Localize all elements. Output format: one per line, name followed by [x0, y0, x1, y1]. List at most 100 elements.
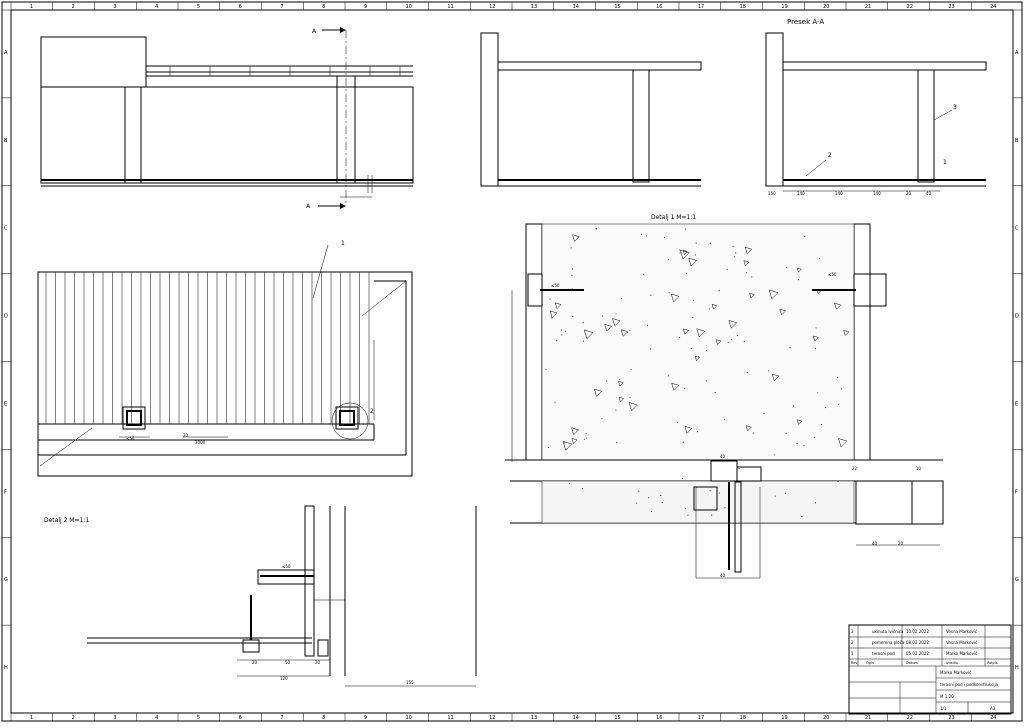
- frame-number-top: 6: [239, 4, 242, 10]
- rev1-by: Marko Marković: [946, 651, 977, 656]
- concrete-speck: [664, 236, 666, 238]
- dim-d1-f: 20: [898, 541, 904, 546]
- dim-section-a: 150: [768, 191, 776, 196]
- concrete-speck: [630, 369, 632, 371]
- concrete-speck: [706, 349, 708, 351]
- concrete-speck: [643, 273, 645, 275]
- frame-number-top: 13: [531, 4, 537, 10]
- frame-number-top: 7: [280, 4, 283, 10]
- frame-number-bottom: 16: [656, 715, 662, 721]
- concrete-speck: [586, 437, 588, 439]
- concrete-speck: [837, 481, 839, 483]
- concrete-speck: [690, 347, 692, 349]
- concrete-speck: [825, 407, 827, 409]
- dim-d1-g: 22: [852, 466, 858, 471]
- hdr-datum: Datum: [906, 661, 918, 665]
- concrete-speck: [789, 347, 791, 349]
- frame-number-top: 12: [489, 4, 495, 10]
- concrete-speck: [745, 272, 747, 274]
- concrete-speck: [549, 298, 551, 300]
- callout-2-plan: 2: [370, 408, 374, 415]
- callout-1-plan: 1: [341, 240, 345, 247]
- concrete-speck: [814, 348, 816, 350]
- concrete-speck: [746, 372, 748, 374]
- concrete-speck: [570, 247, 572, 249]
- concrete-aggregate: [571, 427, 579, 436]
- frame-number-top: 19: [781, 4, 787, 10]
- concrete-speck: [737, 334, 739, 336]
- concrete-speck: [629, 397, 631, 399]
- dim-section-e: 20: [906, 191, 912, 196]
- concrete-aggregate: [679, 249, 690, 260]
- frame-number-top: 5: [197, 4, 200, 10]
- concrete-speck: [804, 235, 806, 237]
- concrete-aggregate: [682, 249, 688, 256]
- concrete-speck: [718, 289, 720, 291]
- concrete-speck: [819, 257, 821, 259]
- concrete-speck: [738, 468, 740, 470]
- frame-number-bottom: 3: [113, 715, 116, 721]
- concrete-speck: [705, 380, 707, 382]
- frame-number-top: 14: [573, 4, 579, 10]
- concrete-speck: [726, 269, 728, 271]
- concrete-speck: [548, 446, 550, 448]
- concrete-speck: [797, 279, 799, 281]
- frame-number-top: 24: [990, 4, 996, 10]
- cut-marker-bottom: A: [306, 203, 311, 210]
- title-block-header: Rev. Opis Datum Izradio Potpis: [851, 661, 998, 665]
- frame-letter-left: G: [4, 577, 8, 583]
- concrete-aggregate: [843, 329, 850, 336]
- concrete-speck: [679, 252, 681, 254]
- concrete-speck: [817, 392, 819, 394]
- cut-marker-top: A: [312, 28, 317, 35]
- frame-letter-left: B: [4, 138, 8, 144]
- revision-row-2: 2 pomerena ploča 08.02.2022 Vesna Markov…: [851, 640, 977, 645]
- concrete-speck: [661, 501, 663, 503]
- concrete-speck: [752, 432, 754, 434]
- frame-number-bottom: 24: [990, 715, 996, 721]
- concrete-aggregate: [796, 267, 802, 273]
- concrete-speck: [545, 368, 547, 370]
- concrete-aggregate: [620, 329, 629, 337]
- concrete-speck: [667, 375, 669, 377]
- concrete-speck: [615, 409, 617, 411]
- callout-leader-2: [805, 159, 827, 177]
- concrete-speck: [554, 401, 556, 403]
- concrete-speck: [711, 514, 713, 516]
- frame-number-bottom: 22: [907, 715, 913, 721]
- rev2-by: Vesna Marković: [946, 640, 977, 645]
- frame-number-top: 18: [740, 4, 746, 10]
- concrete-speck: [696, 431, 698, 433]
- rev3-date: 10.02.2022: [906, 629, 929, 634]
- frame-number-bottom: 18: [740, 715, 746, 721]
- concrete-aggregate: [684, 425, 693, 434]
- concrete-speck: [709, 242, 711, 244]
- concrete-speck: [571, 288, 573, 290]
- frame-number-top: 10: [406, 4, 412, 10]
- frame-letter-right: H: [1015, 665, 1019, 671]
- concrete-speck: [676, 421, 678, 423]
- concrete-aggregate: [618, 380, 624, 387]
- concrete-speck: [636, 502, 638, 504]
- frame-number-bottom: 15: [614, 715, 620, 721]
- concrete-speck: [698, 356, 700, 358]
- callout-2-section: 2: [828, 152, 832, 159]
- concrete-aggregate: [728, 320, 738, 329]
- frame-letter-right: E: [1015, 401, 1018, 407]
- concrete-speck: [668, 259, 670, 261]
- project-name: Marko Marković: [940, 670, 971, 675]
- rev3-by: Vesna Marković: [946, 629, 977, 634]
- rev3-desc: ukinuta ivičnica: [872, 629, 904, 634]
- concrete-speck: [596, 228, 598, 230]
- concrete-speck: [571, 274, 573, 276]
- concrete-aggregate: [571, 438, 578, 445]
- callout-1-section: 1: [943, 159, 947, 166]
- dim-section-b: 140: [797, 191, 805, 196]
- rev2-no: 2: [851, 640, 854, 645]
- dim-d1-c: 40: [720, 454, 726, 459]
- concrete-aggregate: [572, 234, 580, 242]
- concrete-speck: [556, 340, 558, 342]
- concrete-speck: [626, 331, 628, 333]
- hdr-rev: Rev.: [851, 661, 858, 665]
